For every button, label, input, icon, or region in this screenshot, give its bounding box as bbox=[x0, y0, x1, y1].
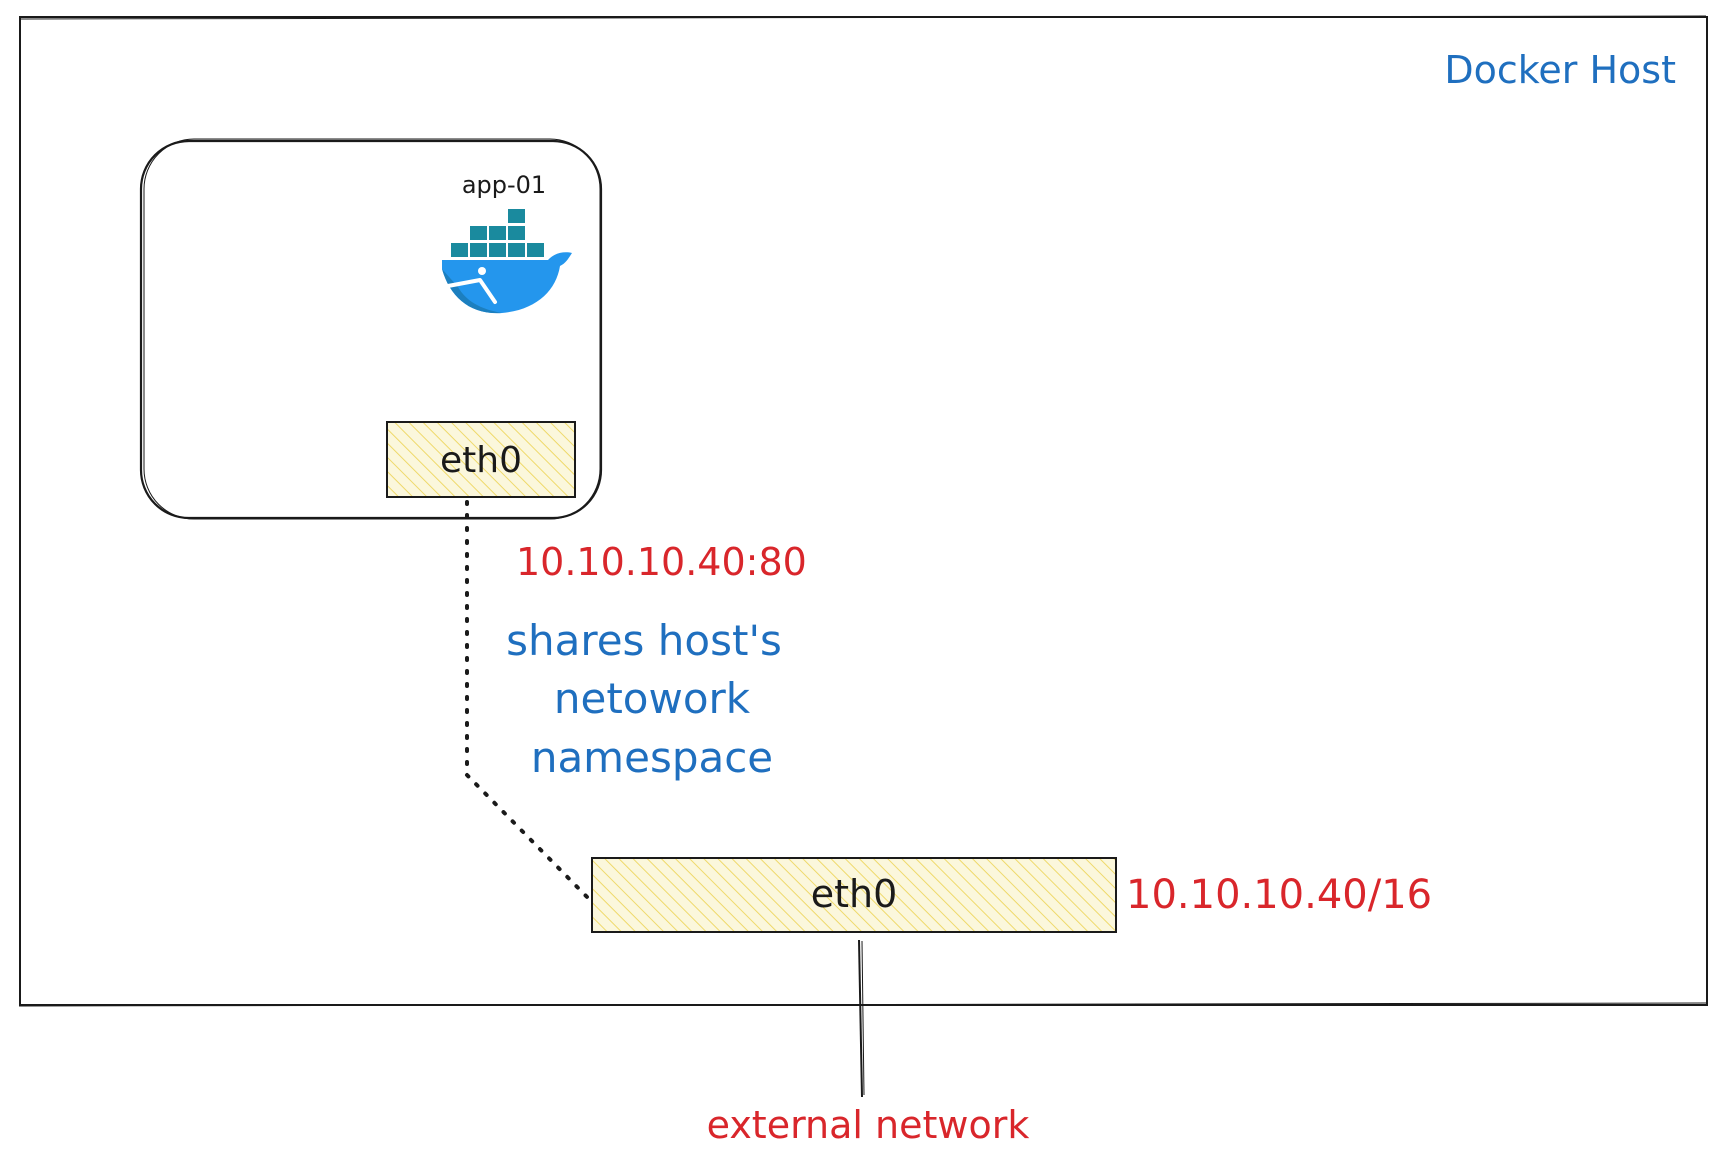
namespace-connector-dotted bbox=[465, 500, 592, 902]
host-eth0-box bbox=[591, 857, 1117, 933]
note-line-1: shares host's bbox=[506, 616, 782, 665]
container-address: 10.10.10.40:80 bbox=[516, 540, 807, 584]
docker-whale-icon bbox=[442, 209, 572, 314]
container-name: app-01 bbox=[462, 171, 546, 199]
docker-host-label: Docker Host bbox=[1444, 48, 1676, 92]
note-line-2: netowork bbox=[554, 674, 751, 723]
docker-host-box bbox=[18, 15, 1709, 1007]
note-line-3: namespace bbox=[531, 733, 773, 782]
external-link-line bbox=[858, 939, 865, 1098]
namespace-note: shares host's netowork namespace bbox=[506, 616, 782, 782]
container-eth0-box bbox=[386, 421, 576, 498]
container-eth0-label: eth0 bbox=[440, 440, 522, 481]
external-network-label: external network bbox=[707, 1103, 1030, 1147]
host-address: 10.10.10.40/16 bbox=[1126, 872, 1432, 918]
host-eth0-label: eth0 bbox=[811, 872, 898, 916]
container-app-01 bbox=[139, 138, 603, 520]
